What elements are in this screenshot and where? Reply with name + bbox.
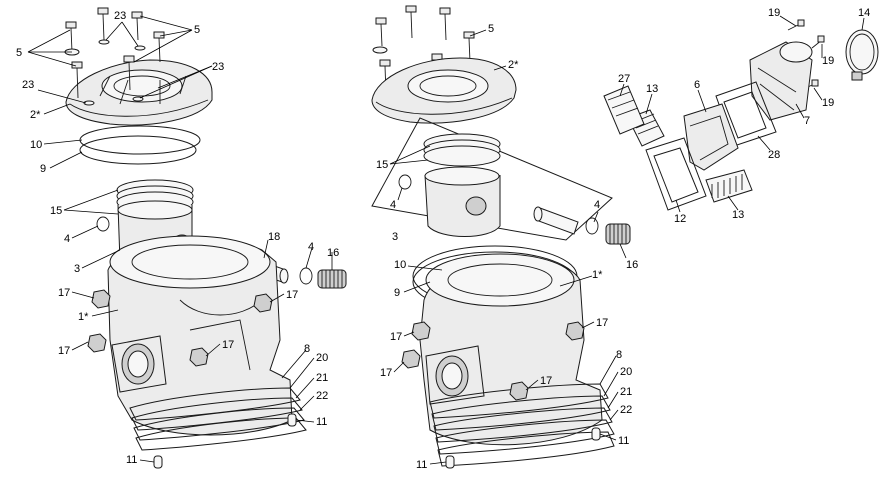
middle-circlip-a <box>398 174 412 190</box>
left-leader-lines <box>27 15 333 463</box>
middle-label-3: 3 <box>392 231 398 243</box>
left-label-17c: 17 <box>286 289 298 301</box>
left-nuts <box>87 289 273 367</box>
right-label-7: 7 <box>804 115 810 127</box>
right-intake-manifold <box>749 41 813 121</box>
left-label-2star: 2* <box>30 109 41 121</box>
middle-wrist-pin <box>533 206 579 235</box>
left-label-11b: 11 <box>126 454 137 466</box>
middle-cylinder-head <box>371 57 517 124</box>
left-assembly: 5 23 5 23 5 23 2* 10 9 15 4 3 18 4 16 17… <box>16 7 347 469</box>
right-label-28: 28 <box>768 149 780 161</box>
right-leader-lines <box>619 15 865 213</box>
middle-label-9: 9 <box>394 287 400 299</box>
left-circlip-b <box>299 267 313 285</box>
right-gasket-12 <box>645 137 707 211</box>
middle-label-11b: 11 <box>416 459 427 471</box>
right-labels: 19 14 19 19 7 27 13 6 28 12 13 <box>618 7 870 225</box>
left-label-17d: 17 <box>222 339 234 351</box>
right-label-6: 6 <box>694 79 700 91</box>
right-label-14: 14 <box>858 7 870 19</box>
left-label-22: 22 <box>316 390 328 402</box>
right-label-19b: 19 <box>822 55 834 67</box>
middle-assembly: 5 2* 15 4 3 4 16 10 9 1* 17 17 17 17 8 2… <box>371 5 638 471</box>
left-label-20: 20 <box>316 352 328 364</box>
middle-label-11a: 11 <box>618 435 629 447</box>
middle-label-15: 15 <box>376 159 388 171</box>
middle-nuts <box>401 321 585 401</box>
left-circlip-a <box>96 216 110 232</box>
left-label-15: 15 <box>50 205 62 217</box>
right-label-12: 12 <box>674 213 686 225</box>
middle-label-10: 10 <box>394 259 406 271</box>
right-gasket-12-inner <box>653 147 699 203</box>
middle-label-5: 5 <box>488 23 494 35</box>
left-label-17a: 17 <box>58 287 70 299</box>
left-label-23b: 23 <box>212 61 224 73</box>
left-label-21: 21 <box>316 372 328 384</box>
left-label-16: 16 <box>327 247 339 259</box>
right-label-27: 27 <box>618 73 630 85</box>
left-label-9: 9 <box>40 163 46 175</box>
middle-label-21: 21 <box>620 386 632 398</box>
middle-label-2star: 2* <box>508 59 519 71</box>
right-clamp <box>845 29 879 81</box>
left-label-8: 8 <box>304 343 310 355</box>
middle-label-17a: 17 <box>390 331 402 343</box>
left-label-1star: 1* <box>78 311 89 323</box>
right-label-19a: 19 <box>768 7 780 19</box>
middle-label-17d: 17 <box>540 375 552 387</box>
right-label-13b: 13 <box>732 209 744 221</box>
middle-piston <box>423 133 501 237</box>
right-reed-petals-lower <box>705 169 753 203</box>
middle-label-17b: 17 <box>596 317 608 329</box>
left-label-5b: 5 <box>194 24 200 36</box>
middle-cylinder-fins <box>429 383 615 467</box>
middle-label-20: 20 <box>620 366 632 378</box>
right-reed-block <box>683 103 739 171</box>
left-label-23c: 23 <box>22 79 34 91</box>
middle-leader-lines <box>389 29 627 465</box>
middle-label-17c: 17 <box>380 367 392 379</box>
left-label-4b: 4 <box>308 241 314 253</box>
left-label-4a: 4 <box>64 233 70 245</box>
right-reed-stopper <box>603 85 645 135</box>
right-gasket-28-inner <box>723 91 767 139</box>
left-head-gaskets <box>79 125 201 165</box>
middle-label-4a: 4 <box>390 199 396 211</box>
left-cylinder <box>107 235 293 436</box>
left-label-3: 3 <box>74 263 80 275</box>
middle-label-8: 8 <box>616 349 622 361</box>
middle-label-4b: 4 <box>594 199 600 211</box>
left-head-bolts <box>64 7 165 106</box>
right-label-13a: 13 <box>646 83 658 95</box>
left-labels: 5 23 5 23 5 23 2* 10 9 15 4 3 18 4 16 17… <box>16 10 339 466</box>
left-label-10: 10 <box>30 139 42 151</box>
middle-labels: 5 2* 15 4 3 4 16 10 9 1* 17 17 17 17 8 2… <box>376 23 638 471</box>
left-cylinder-head <box>65 59 213 126</box>
middle-needle-bearing <box>605 223 631 245</box>
middle-circlip-b <box>585 217 599 235</box>
middle-head-bolts <box>372 5 475 95</box>
left-base-gaskets <box>129 387 307 451</box>
middle-piston-box <box>371 117 613 241</box>
left-needle-bearing <box>317 269 347 289</box>
middle-label-22: 22 <box>620 404 632 416</box>
left-label-18: 18 <box>268 231 280 243</box>
right-assembly: 19 14 19 19 7 27 13 6 28 12 13 <box>603 7 879 225</box>
left-label-23a: 23 <box>114 10 126 22</box>
left-label-17b: 17 <box>58 345 70 357</box>
left-label-5a: 5 <box>16 47 22 59</box>
right-label-19c: 19 <box>822 97 834 109</box>
middle-label-1star: 1* <box>592 269 603 281</box>
middle-label-16: 16 <box>626 259 638 271</box>
left-label-11a: 11 <box>316 416 327 428</box>
